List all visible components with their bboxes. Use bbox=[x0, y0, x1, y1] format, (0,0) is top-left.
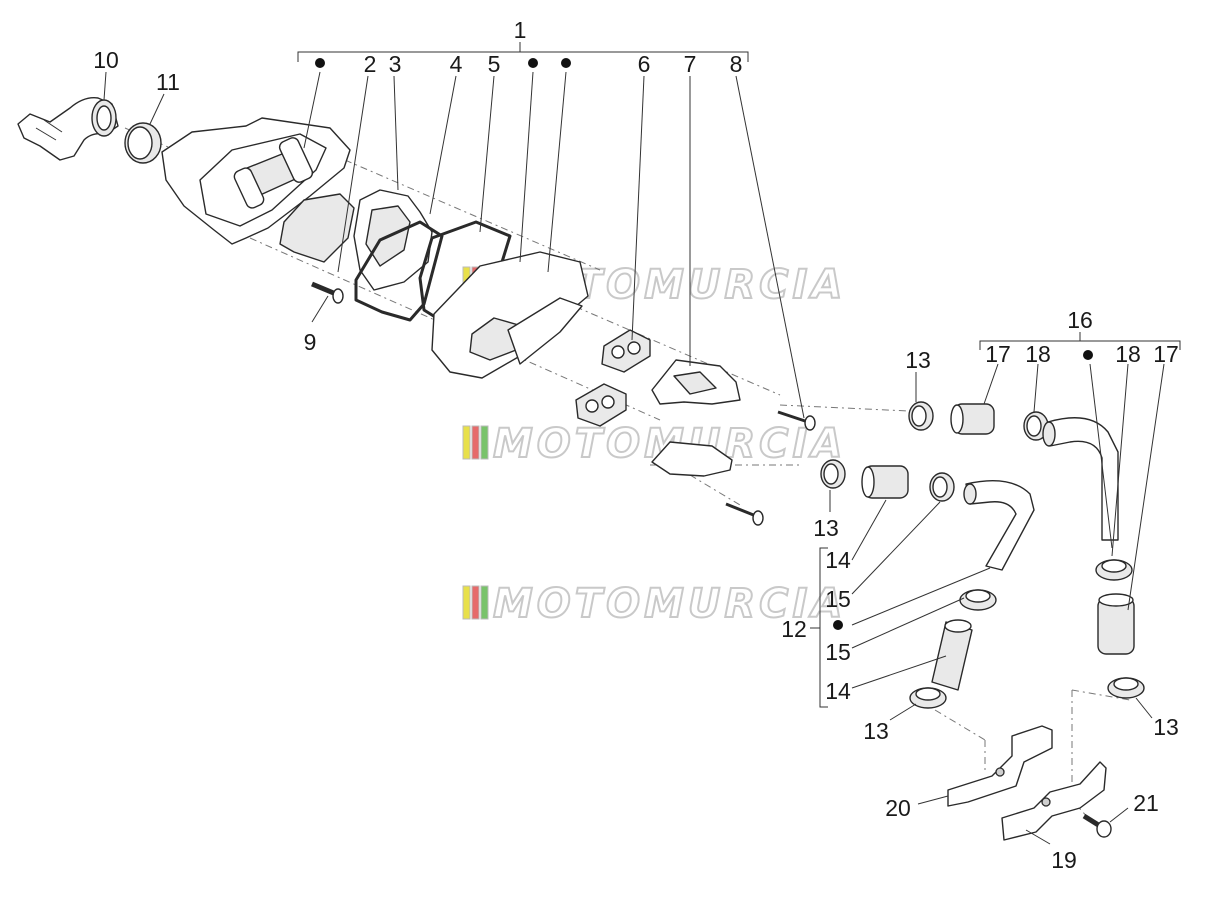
kit12-sleeve-14b-part bbox=[931, 619, 973, 691]
screw-upper-part bbox=[777, 410, 816, 431]
group-bracket-12 bbox=[810, 547, 828, 708]
kit-marker-dot bbox=[315, 58, 325, 68]
group-bracket-1 bbox=[297, 42, 749, 62]
kit-marker-dot bbox=[833, 620, 843, 630]
valve-cover-upper-part bbox=[651, 359, 741, 405]
kit-marker-dot bbox=[528, 58, 538, 68]
kit12-clamp-13-part bbox=[820, 459, 846, 489]
screw-lower-part bbox=[725, 502, 764, 526]
callout-5: 5 bbox=[488, 51, 501, 77]
intake-elbow-part bbox=[17, 97, 119, 161]
callout-15b: 15 bbox=[825, 639, 851, 665]
kit12-clamp-15b-part bbox=[959, 589, 997, 611]
bracket-upper-part bbox=[947, 725, 1053, 807]
kit-marker-dot bbox=[1083, 350, 1093, 360]
callout-3: 3 bbox=[389, 51, 402, 77]
callout-16: 16 bbox=[1067, 307, 1093, 333]
callout-14a: 14 bbox=[825, 547, 851, 573]
kit16-clamp-13b-part bbox=[1107, 677, 1145, 699]
callout-13b: 13 bbox=[813, 515, 839, 541]
svg-text:MOTOMURCIA: MOTOMURCIA bbox=[493, 581, 846, 627]
kit12-clamp-15-part bbox=[929, 472, 955, 502]
long-screw-part bbox=[311, 281, 344, 304]
callout-14b: 14 bbox=[825, 678, 851, 704]
callout-7: 7 bbox=[684, 51, 697, 77]
kit16-clamp-18b-part bbox=[1095, 559, 1133, 581]
callout-2: 2 bbox=[364, 51, 377, 77]
assembly-center-lines bbox=[124, 127, 1131, 821]
filter-element-part bbox=[279, 193, 355, 263]
callout-15a: 15 bbox=[825, 586, 851, 612]
air-box-cover-part bbox=[431, 251, 589, 379]
callout-11: 11 bbox=[156, 69, 180, 95]
kit12-clamp-13b-part bbox=[909, 687, 947, 709]
callout-17a: 17 bbox=[985, 341, 1011, 367]
callout-18b: 18 bbox=[1115, 341, 1141, 367]
reed-valve-lower-part bbox=[575, 383, 627, 427]
callout-21: 21 bbox=[1133, 790, 1159, 816]
filter-cover-part bbox=[353, 189, 433, 291]
callout-6: 6 bbox=[638, 51, 651, 77]
callout-4: 4 bbox=[450, 51, 463, 77]
leader-lines bbox=[103, 71, 1165, 845]
callout-1: 1 bbox=[514, 17, 527, 43]
watermark-bottom: MOTOMURCIA bbox=[462, 580, 846, 628]
kit12-pipe-part bbox=[963, 479, 1035, 571]
callout-12: 12 bbox=[781, 616, 807, 642]
air-box-housing-part bbox=[161, 117, 351, 245]
kit16-sleeve-17-part bbox=[950, 403, 995, 435]
callout-17b: 17 bbox=[1153, 341, 1179, 367]
callout-13c: 13 bbox=[863, 718, 889, 744]
kit16-clamp-18-part bbox=[1023, 411, 1049, 441]
bracket-lower-part bbox=[1001, 761, 1107, 841]
callout-9: 9 bbox=[304, 329, 317, 355]
kit12-sleeve-14-part bbox=[861, 465, 909, 499]
callout-13d: 13 bbox=[1153, 714, 1179, 740]
kit-marker-dot bbox=[561, 58, 571, 68]
callout-19: 19 bbox=[1051, 847, 1077, 873]
reed-valve-upper-part bbox=[601, 329, 651, 373]
callout-13a: 13 bbox=[905, 347, 931, 373]
clamp-11-part bbox=[124, 122, 162, 164]
callout-20: 20 bbox=[885, 795, 911, 821]
kit16-pipe-part bbox=[1042, 417, 1119, 541]
group-bracket-16 bbox=[979, 332, 1181, 350]
callout-18a: 18 bbox=[1025, 341, 1051, 367]
valve-cover-lower-part bbox=[651, 441, 733, 477]
kit16-clamp-13-part bbox=[908, 401, 934, 431]
callout-8: 8 bbox=[730, 51, 743, 77]
bolt-21-part bbox=[1082, 813, 1112, 838]
callout-10: 10 bbox=[93, 47, 119, 73]
kit16-sleeve-17b-part bbox=[1097, 593, 1135, 655]
